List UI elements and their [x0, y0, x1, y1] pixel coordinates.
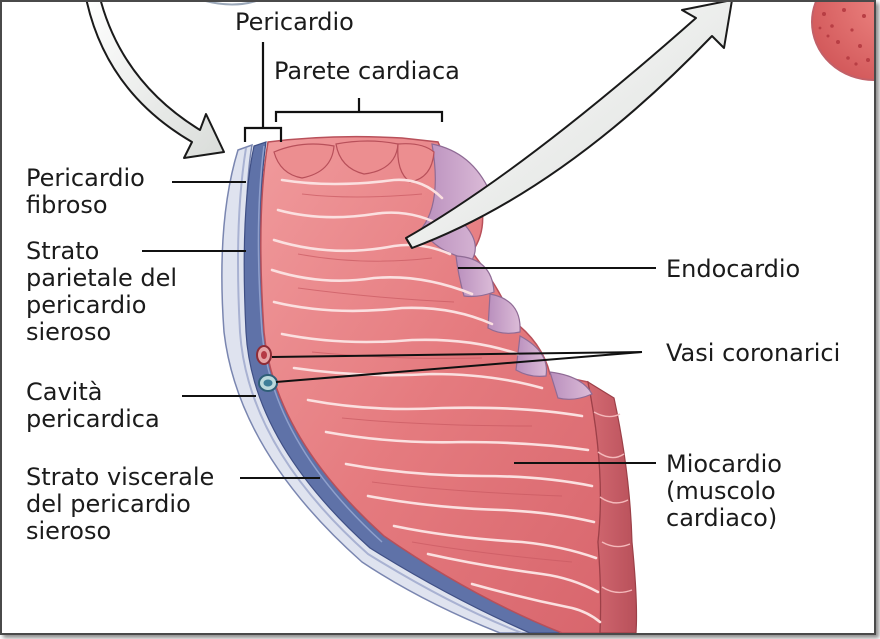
label-line: cardiaco) [666, 504, 778, 532]
label-line: Strato viscerale [26, 463, 215, 491]
label-line: del pericardio [26, 490, 191, 518]
coronary-vessel-vein [258, 374, 278, 392]
curved-arrow-icon [85, 2, 225, 159]
label-miocardio: Miocardio (muscolo cardiaco) [666, 451, 782, 532]
heart-wall-illustration [85, 2, 874, 633]
label-strato-parietale: Strato parietale del pericardio sieroso [26, 238, 177, 346]
pericardio-bracket [243, 42, 283, 142]
leader-vasi-coronarici-1 [271, 351, 643, 358]
label-line: pericardica [26, 405, 160, 433]
top-left-partial-shape [205, 2, 256, 6]
label-line: (muscolo [666, 477, 776, 505]
heart-wall-block [221, 135, 638, 633]
label-line: Pericardio [26, 164, 145, 192]
label-line: sieroso [26, 517, 112, 545]
label-vasi-coronarici: Vasi coronarici [666, 339, 841, 367]
label-endocardio: Endocardio [666, 255, 801, 283]
label-strato-viscerale: Strato viscerale del pericardio sieroso [26, 464, 214, 545]
label-pericardio: Pericardio [235, 8, 354, 36]
label-line: Miocardio [666, 450, 782, 478]
leader-vasi-coronarici-2 [275, 351, 643, 383]
label-line: Cavità [26, 378, 103, 406]
curved-arrow-icon [405, 2, 733, 249]
label-line: pericardio [26, 291, 147, 319]
label-line: sieroso [26, 318, 112, 346]
label-pericardio-fibroso: Pericardio fibroso [26, 165, 145, 219]
label-cavita-pericardica: Cavità pericardica [26, 379, 160, 433]
label-line: parietale del [26, 264, 178, 292]
coronary-vessel-artery [256, 345, 272, 365]
label-line: Strato [26, 237, 100, 265]
parete-cardiaca-bracket [274, 98, 444, 122]
label-line: fibroso [26, 191, 108, 219]
tissue-sample-icon [811, 2, 874, 81]
label-parete-cardiaca: Parete cardiaca [274, 57, 460, 85]
